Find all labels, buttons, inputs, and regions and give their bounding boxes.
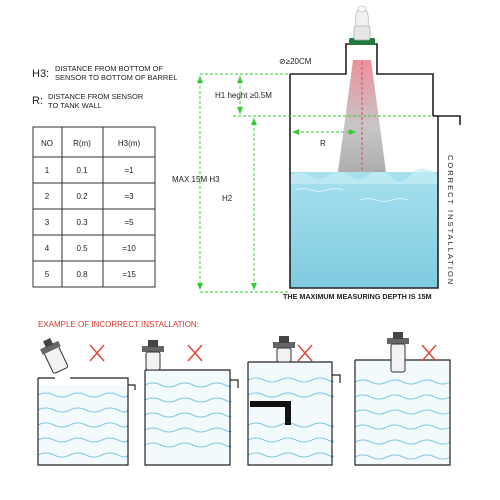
- table-cell: 5: [45, 270, 50, 279]
- table-cell: 0.3: [76, 218, 88, 227]
- h3-desc-line1: DISTANCE FROM BOTTOM OF: [55, 64, 163, 73]
- table-cell: 0.8: [76, 270, 88, 279]
- table-cell: =1: [124, 166, 134, 175]
- sensor-icon: [387, 332, 409, 373]
- h1-label: H1 heght ≥0.5M: [215, 91, 272, 100]
- h3-key: H3:: [32, 68, 49, 80]
- incorrect-example-1: [37, 337, 136, 466]
- incorrect-title: EXAMPLE OF INCORRECT INSTALLATION:: [38, 320, 199, 329]
- table-header-h3: H3(m): [118, 139, 141, 148]
- table-header-no: NO: [41, 139, 53, 148]
- h2-label: H2: [222, 194, 233, 203]
- table-cell: =10: [122, 244, 136, 253]
- sensor-icon: [273, 336, 295, 363]
- ultrasonic-beam: [338, 60, 386, 172]
- tilted-sensor-icon: [40, 337, 69, 374]
- r-label: R: [320, 139, 326, 148]
- dimension-arrows: [197, 76, 356, 290]
- correct-installation-label: CORRECT INSTALLATION: [446, 155, 455, 286]
- wrong-mark-icon: [89, 344, 105, 362]
- spec-table: NO R(m) H3(m) 1 0.1 =1 2 0.2 =3 3 0.3 =5…: [32, 126, 156, 288]
- max-h3-label: MAX 15M H3: [172, 175, 220, 184]
- table-cell: =5: [124, 218, 134, 227]
- sensor-icon: [142, 340, 164, 371]
- table-cell: 1: [45, 166, 50, 175]
- main-tank: [289, 43, 461, 289]
- wrong-mark-icon: [187, 344, 203, 362]
- tank-water: [290, 172, 438, 288]
- table-cell: 3: [45, 218, 50, 227]
- incorrect-example-4: [354, 332, 451, 466]
- max-depth-caption: THE MAXIMUM MEASURING DEPTH IS 15M: [283, 292, 432, 301]
- h3-desc-line2: SENSOR TO BOTTOM OF BARREL: [55, 73, 178, 82]
- obstruction-pipe: [250, 401, 291, 425]
- r-desc-line2: TO TANK WALL: [48, 101, 102, 110]
- wrong-mark-icon: [421, 344, 437, 362]
- table-cell: =15: [122, 270, 136, 279]
- incorrect-example-3: [247, 336, 341, 466]
- table-cell: 2: [45, 192, 50, 201]
- table-header-r: R(m): [73, 139, 91, 148]
- sensor-icon: [349, 5, 375, 45]
- table-cell: 4: [45, 244, 50, 253]
- r-desc-line1: DISTANCE FROM SENSOR: [48, 92, 144, 101]
- r-key: R:: [32, 95, 43, 107]
- wrong-mark-icon: [297, 344, 313, 362]
- dimension-guides: [199, 73, 433, 293]
- table-cell: 0.5: [76, 244, 88, 253]
- diameter-label: ⊘≥20CM: [279, 57, 312, 66]
- incorrect-example-2: [142, 340, 239, 466]
- table-cell: =3: [124, 192, 134, 201]
- table-cell: 0.2: [76, 192, 88, 201]
- table-cell: 0.1: [76, 166, 88, 175]
